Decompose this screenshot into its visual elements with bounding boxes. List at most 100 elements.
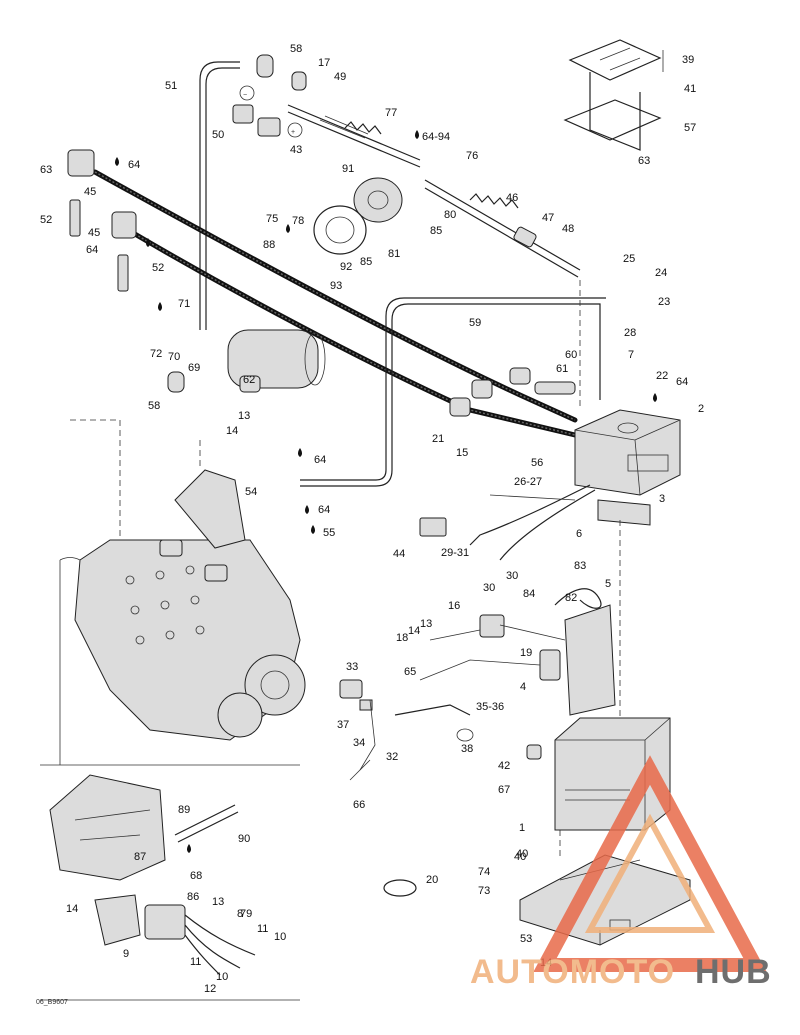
part-label-94: 9	[123, 948, 129, 960]
part-label-22: 81	[388, 248, 400, 260]
drawing: − +	[40, 39, 691, 1001]
part-label-40: 62	[243, 374, 255, 386]
part-label-103: 41	[684, 83, 696, 95]
reference-code: 06_B9607	[36, 999, 68, 1006]
part-label-73: 35-36	[476, 701, 504, 713]
part-label-54: 6	[576, 528, 582, 540]
part-label-47: 56	[531, 457, 543, 469]
part-label-71: 37	[337, 719, 349, 731]
part-label-8: 63	[40, 164, 52, 176]
part-label-9: 64	[128, 159, 140, 171]
part-label-97: 10	[216, 971, 228, 983]
part-label-85: 74	[478, 866, 490, 878]
part-label-82: 90	[238, 833, 250, 845]
part-label-20: 80	[444, 209, 456, 221]
part-label-27: 24	[655, 267, 667, 279]
part-label-96: 11	[190, 956, 201, 968]
part-label-45: 21	[432, 433, 444, 445]
part-label-56: 29-31	[441, 547, 469, 559]
part-label-43: 14	[226, 425, 238, 437]
part-label-67: 19	[520, 647, 532, 659]
part-label-65: 14	[408, 625, 420, 637]
part-label-92: 11	[257, 923, 268, 935]
svg-text:−: −	[243, 92, 247, 99]
part-label-76: 66	[353, 799, 365, 811]
part-label-69: 33	[346, 661, 358, 673]
part-label-55: 44	[393, 548, 405, 560]
watermark-inner-triangle-icon	[584, 813, 716, 933]
part-label-7: 64-94	[422, 131, 450, 143]
part-label-104: 57	[684, 122, 696, 134]
part-label-37: 7	[628, 349, 634, 361]
part-label-49: 26-27	[514, 476, 542, 488]
part-label-26: 25	[623, 253, 635, 265]
part-label-23: 92	[340, 261, 352, 273]
part-label-102: 39	[682, 54, 694, 66]
part-label-98: 12	[204, 983, 216, 995]
part-label-39: 64	[676, 376, 688, 388]
part-label-16: 48	[562, 223, 574, 235]
part-label-89: 86	[187, 891, 199, 903]
part-label-80: 40	[516, 848, 528, 860]
part-label-53: 55	[323, 527, 335, 539]
part-label-60: 84	[523, 588, 535, 600]
part-label-6: 77	[385, 107, 397, 119]
part-label-58: 30	[506, 570, 518, 582]
part-label-88: 14	[66, 903, 78, 915]
part-label-29: 28	[624, 327, 636, 339]
part-label-83: 87	[134, 851, 146, 863]
part-label-72: 34	[353, 737, 365, 749]
part-label-33: 70	[168, 351, 180, 363]
part-label-66: 18	[396, 632, 408, 644]
part-label-18: 78	[292, 215, 304, 227]
watermark-brand-part1: AUTOMOTO	[470, 953, 675, 991]
part-label-86: 73	[478, 885, 490, 897]
part-label-46: 15	[456, 447, 468, 459]
part-label-4: 50	[212, 129, 224, 141]
svg-text:+: +	[291, 129, 295, 136]
part-label-3: 51	[165, 80, 177, 92]
part-label-48: 2	[698, 403, 704, 415]
part-label-38: 22	[656, 370, 668, 382]
part-label-75: 32	[386, 751, 398, 763]
part-label-57: 30	[483, 582, 495, 594]
part-label-84: 68	[190, 870, 202, 882]
part-label-34: 69	[188, 362, 200, 374]
part-label-59: 83	[574, 560, 586, 572]
part-label-17: 75	[266, 213, 278, 225]
part-label-0: 58	[290, 43, 302, 55]
part-label-2: 49	[334, 71, 346, 83]
part-label-12: 76	[466, 150, 478, 162]
part-label-101: 40	[514, 851, 526, 863]
part-label-51: 54	[245, 486, 257, 498]
part-label-19: 88	[263, 239, 275, 251]
part-label-79: 1	[519, 822, 525, 834]
part-label-35: 60	[565, 349, 577, 361]
part-label-14: 46	[506, 192, 518, 204]
watermark-brand-part2: HUB	[695, 953, 772, 991]
part-label-61: 82	[565, 592, 577, 604]
part-label-42: 13	[238, 410, 250, 422]
part-label-62: 5	[605, 578, 611, 590]
part-label-105: 63	[638, 155, 650, 167]
watermark-triangle-icon	[533, 755, 767, 972]
part-label-74: 38	[461, 743, 473, 755]
part-label-5: 43	[290, 144, 302, 156]
part-label-10: 45	[84, 186, 96, 198]
part-label-24: 93	[330, 280, 342, 292]
part-label-41: 58	[148, 400, 160, 412]
part-label-32: 72	[150, 348, 162, 360]
part-label-13: 52	[40, 214, 52, 226]
part-label-11: 91	[342, 163, 354, 175]
part-label-78: 67	[498, 784, 510, 796]
part-label-50: 3	[659, 493, 665, 505]
part-label-36: 61	[556, 363, 568, 375]
part-label-108: 52	[152, 262, 164, 274]
part-label-21: 85	[430, 225, 442, 237]
part-label-81: 89	[178, 804, 190, 816]
part-label-90: 13	[212, 896, 224, 908]
part-label-106: 45	[88, 227, 100, 239]
part-label-31: 71	[178, 298, 190, 310]
